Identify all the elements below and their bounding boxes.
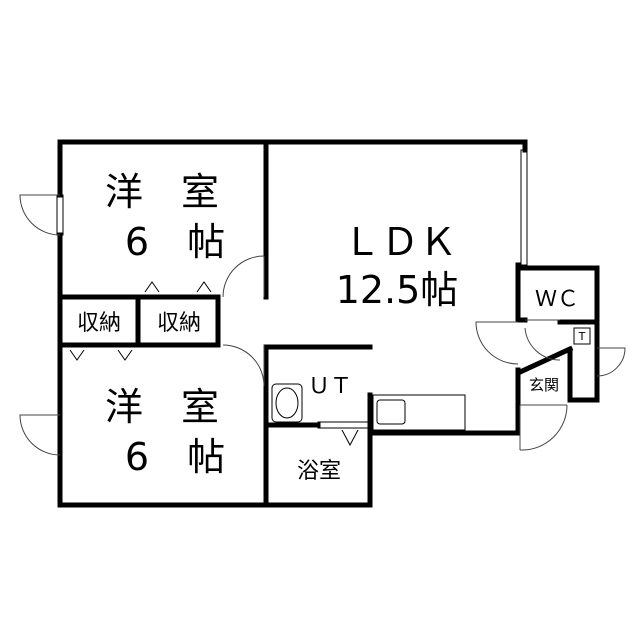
door-entrance (519, 404, 568, 451)
bedroom1-size: 6 帖 (125, 220, 225, 264)
doors (19, 194, 626, 456)
bedroom1-name: 洋 室 (105, 170, 219, 214)
ldk-name: ＬＤＫ (343, 220, 457, 264)
door-wc (524, 319, 561, 361)
bedroom2-name: 洋 室 (105, 385, 219, 429)
closet2-label: 収納 (157, 311, 201, 336)
kitchen-sink (376, 399, 406, 425)
door-bath (317, 421, 369, 429)
closet1-label: 収納 (77, 311, 121, 336)
fixtures (271, 327, 591, 431)
telephone-mark: T (578, 330, 586, 343)
utility-label: ＵＴ (308, 374, 352, 399)
door-bedroom1-balcony (19, 194, 61, 236)
bedroom2-size: 6 帖 (125, 435, 225, 479)
door-storage (596, 347, 626, 377)
door-bedroom2 (222, 344, 265, 387)
door-bedroom2-balcony (19, 414, 61, 456)
telephone-box (573, 327, 591, 345)
entrance-label: 玄関 (529, 376, 559, 394)
door-wc-hall (475, 321, 519, 365)
ldk-size: 12.5帖 (336, 268, 459, 312)
bath-label: 浴室 (297, 459, 341, 484)
door-bedroom1 (222, 255, 265, 298)
walls (57, 139, 600, 508)
kitchen-counter (372, 394, 466, 431)
washbasin (271, 383, 303, 423)
room-labels: 洋 室 6 帖 洋 室 6 帖 ＬＤＫ 12.5帖 ＷＣ 収納 収納 ＵＴ 浴室… (77, 170, 586, 484)
wc-label: ＷＣ (535, 287, 579, 312)
